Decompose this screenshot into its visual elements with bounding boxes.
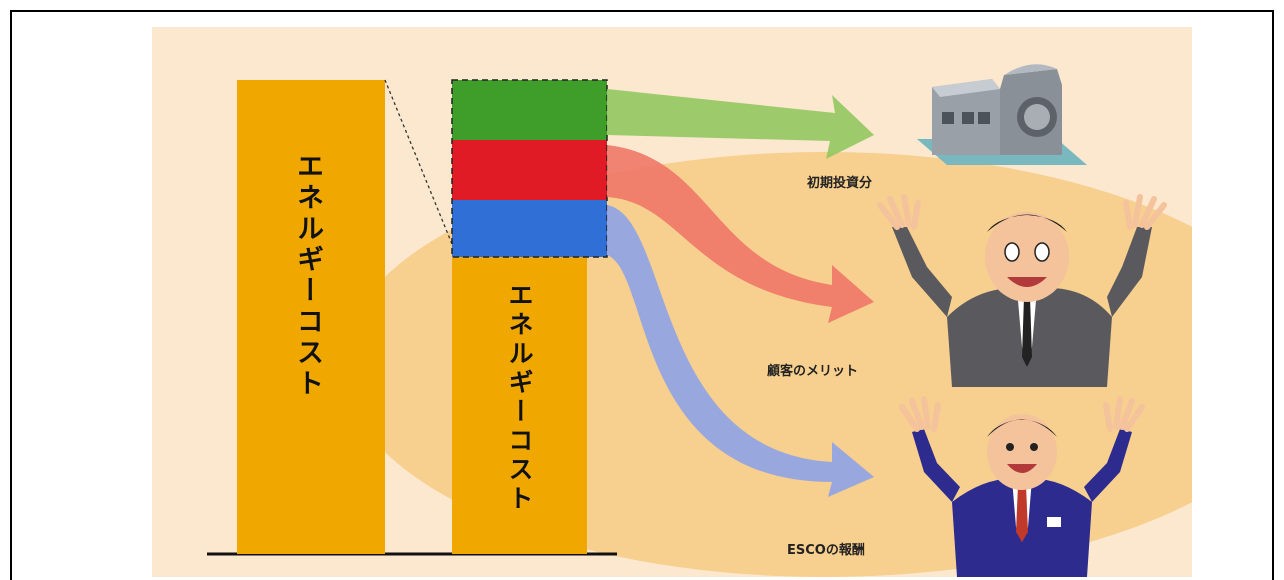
figure-frame: エネルギーコスト エネルギーコスト 初期投資分 顧客のメリット ESCOの報酬 [10, 10, 1274, 580]
caption-initial-investment: 初期投資分 [807, 176, 873, 191]
arrow-to-investment [607, 89, 874, 159]
bar-after-label: エネルギーコスト [505, 282, 534, 514]
arrow-to-customer [607, 145, 874, 323]
diagram-panel: エネルギーコスト エネルギーコスト 初期投資分 顧客のメリット ESCOの報酬 [152, 27, 1192, 577]
segment-customer-merit [452, 140, 607, 200]
projection-line [384, 79, 453, 245]
customer-businessman-icon [877, 194, 1167, 387]
caption-esco-fee: ESCOの報酬 [787, 543, 865, 558]
arrow-to-esco [607, 205, 874, 497]
bar-before-label: エネルギーコスト [292, 152, 323, 400]
segment-esco-fee [452, 200, 607, 257]
esco-diagram [207, 64, 1167, 577]
esco-staff-icon [899, 396, 1145, 577]
caption-customer-merit: 顧客のメリット [767, 364, 859, 379]
bar-before [237, 80, 385, 554]
factory-building-icon [917, 64, 1087, 165]
segment-initial-investment [452, 80, 607, 140]
bar-after [452, 257, 587, 554]
